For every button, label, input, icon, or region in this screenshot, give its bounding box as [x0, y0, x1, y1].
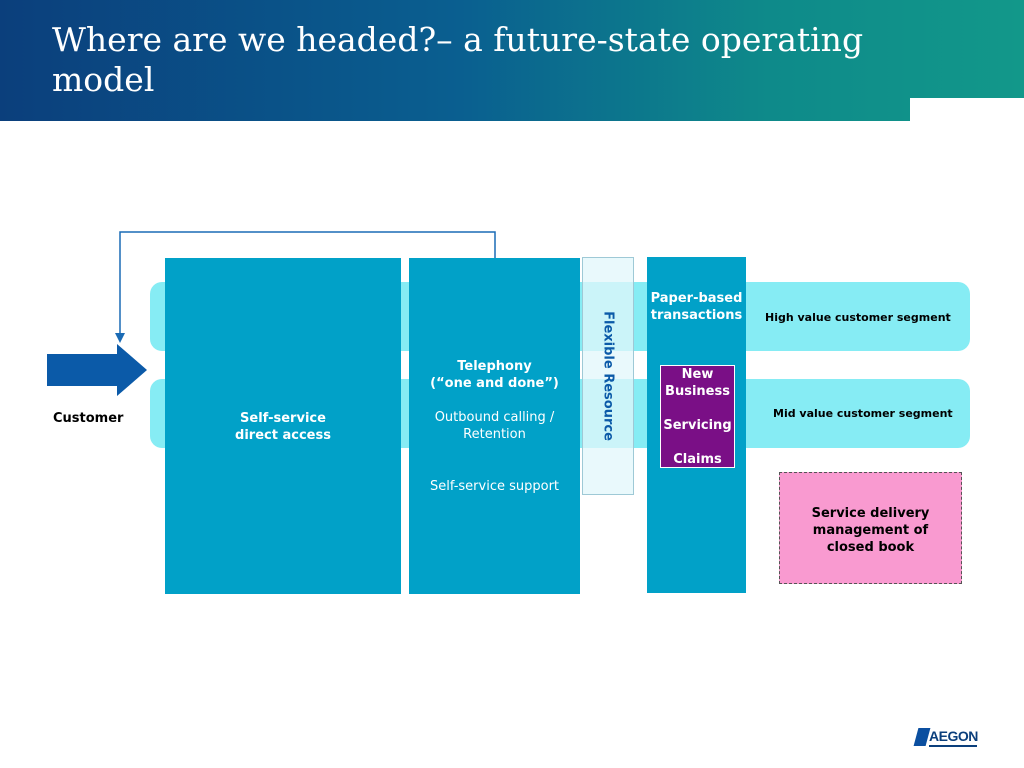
- telephony-title1: Telephony: [457, 359, 532, 374]
- telephony-block: Telephony (“one and done”) Outbound call…: [409, 258, 580, 594]
- item-new: New: [681, 367, 714, 382]
- flexible-resource-label: Flexible Resource: [600, 311, 616, 441]
- entry-arrow-shape: [47, 344, 147, 396]
- title-banner: Where are we headed?– a future-state ope…: [0, 0, 1024, 121]
- flexible-resource-block: Flexible Resource: [582, 257, 634, 495]
- service-delivery-box: Service delivery management of closed bo…: [779, 472, 962, 584]
- paper-line2: transactions: [650, 308, 743, 323]
- feedback-loop-line: [119, 231, 496, 340]
- service-delivery-line3: closed book: [826, 540, 915, 555]
- banner-notch: [910, 98, 1024, 121]
- self-service-support: Self-service support: [429, 479, 560, 494]
- item-servicing: Servicing: [663, 418, 732, 433]
- item-claims: Claims: [673, 452, 722, 467]
- outbound-line1: Outbound calling /: [434, 410, 555, 425]
- aegon-logo-underline: [929, 745, 977, 747]
- paper-line1: Paper-based: [650, 291, 743, 306]
- aegon-logo-text: AEGON: [929, 728, 978, 744]
- customer-label: Customer: [53, 411, 124, 426]
- service-delivery-line2: management of: [812, 523, 929, 538]
- self-service-line2: direct access: [235, 428, 331, 443]
- aegon-logo-mark: [913, 728, 931, 746]
- slide-title: Where are we headed?– a future-state ope…: [52, 20, 864, 99]
- item-business: Business: [665, 384, 730, 399]
- self-service-block: Self-service direct access: [165, 258, 401, 594]
- customer-entry-arrow: [47, 344, 147, 396]
- mid-value-segment-label: Mid value customer segment: [773, 407, 953, 420]
- service-delivery-line1: Service delivery: [811, 506, 930, 521]
- high-value-segment-label: High value customer segment: [765, 311, 951, 324]
- telephony-title2: (“one and done”): [430, 376, 559, 391]
- transaction-types-box: New Business Servicing Claims: [660, 365, 735, 468]
- self-service-line1: Self-service: [240, 411, 326, 426]
- aegon-logo: AEGON: [913, 726, 978, 748]
- feedback-loop-arrowhead: [115, 333, 125, 343]
- outbound-line2: Retention: [463, 427, 526, 442]
